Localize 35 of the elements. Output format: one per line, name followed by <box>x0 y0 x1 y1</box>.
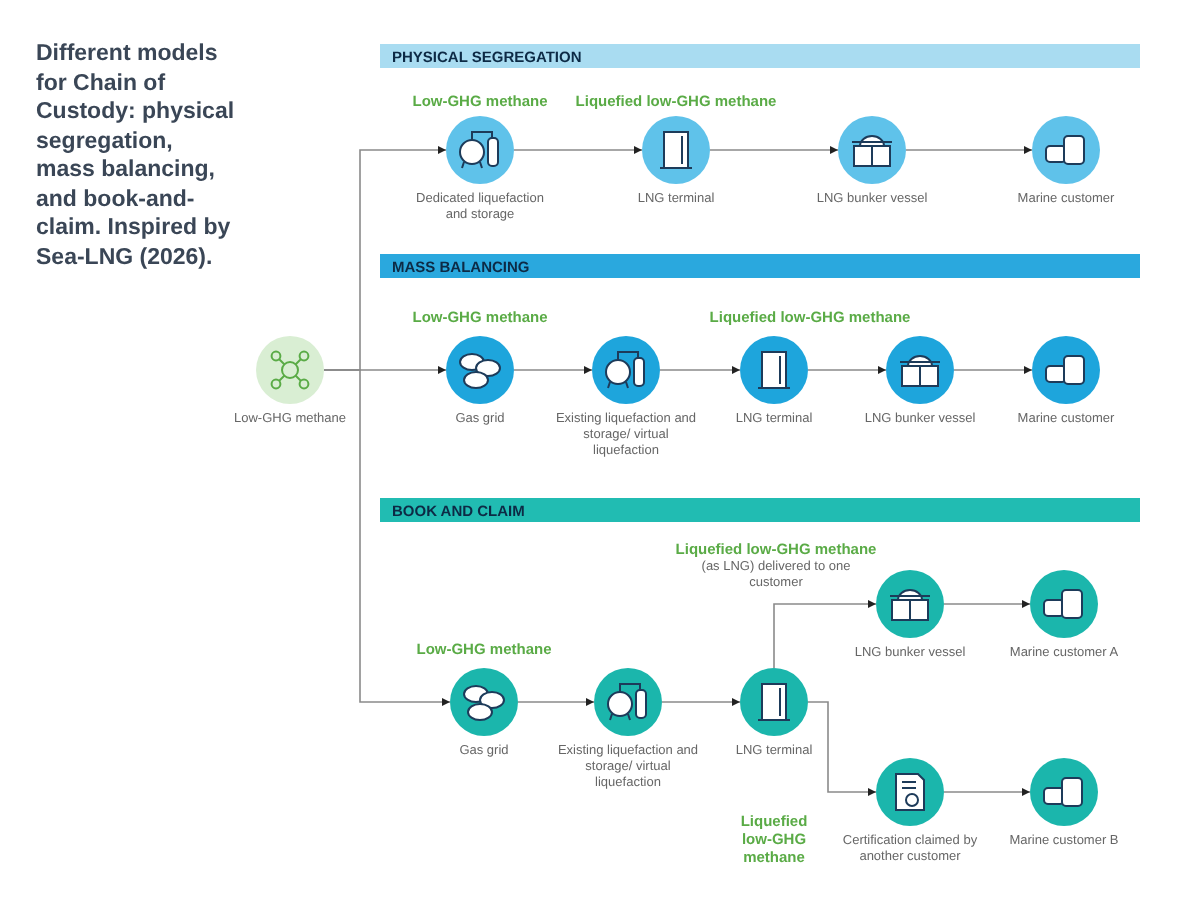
process-circle <box>838 116 906 184</box>
process-circle <box>740 668 808 736</box>
section-header-bar <box>380 254 1140 278</box>
process-circle <box>886 336 954 404</box>
arrow <box>323 369 451 706</box>
process-circle <box>740 336 808 404</box>
arrow <box>659 366 741 374</box>
process-circle <box>256 336 324 404</box>
section-header-bar <box>380 44 1140 68</box>
arrow <box>513 146 643 154</box>
process-circle <box>446 116 514 184</box>
arrow <box>661 698 741 706</box>
process-circle <box>642 116 710 184</box>
arrow <box>773 600 877 669</box>
process-circle <box>1030 758 1098 826</box>
arrow <box>905 146 1033 154</box>
section-header-bar <box>380 498 1140 522</box>
arrow <box>709 146 839 154</box>
process-circle <box>876 570 944 638</box>
arrow <box>943 788 1031 796</box>
arrow <box>953 366 1033 374</box>
process-circle <box>1032 116 1100 184</box>
arrow <box>807 366 887 374</box>
process-circle <box>1032 336 1100 404</box>
arrow <box>517 698 595 706</box>
arrow <box>807 701 877 796</box>
diagram-title: Different models for Chain of Custody: physical segregation, mass balancing, and book-and-claim. Inspired by Sea-LNG (2026). <box>36 40 236 272</box>
process-circle <box>446 336 514 404</box>
process-circle <box>876 758 944 826</box>
arrow <box>513 366 593 374</box>
process-circle <box>1030 570 1098 638</box>
arrow <box>943 600 1031 608</box>
process-circle <box>592 336 660 404</box>
process-circle <box>594 668 662 736</box>
process-circle <box>450 668 518 736</box>
